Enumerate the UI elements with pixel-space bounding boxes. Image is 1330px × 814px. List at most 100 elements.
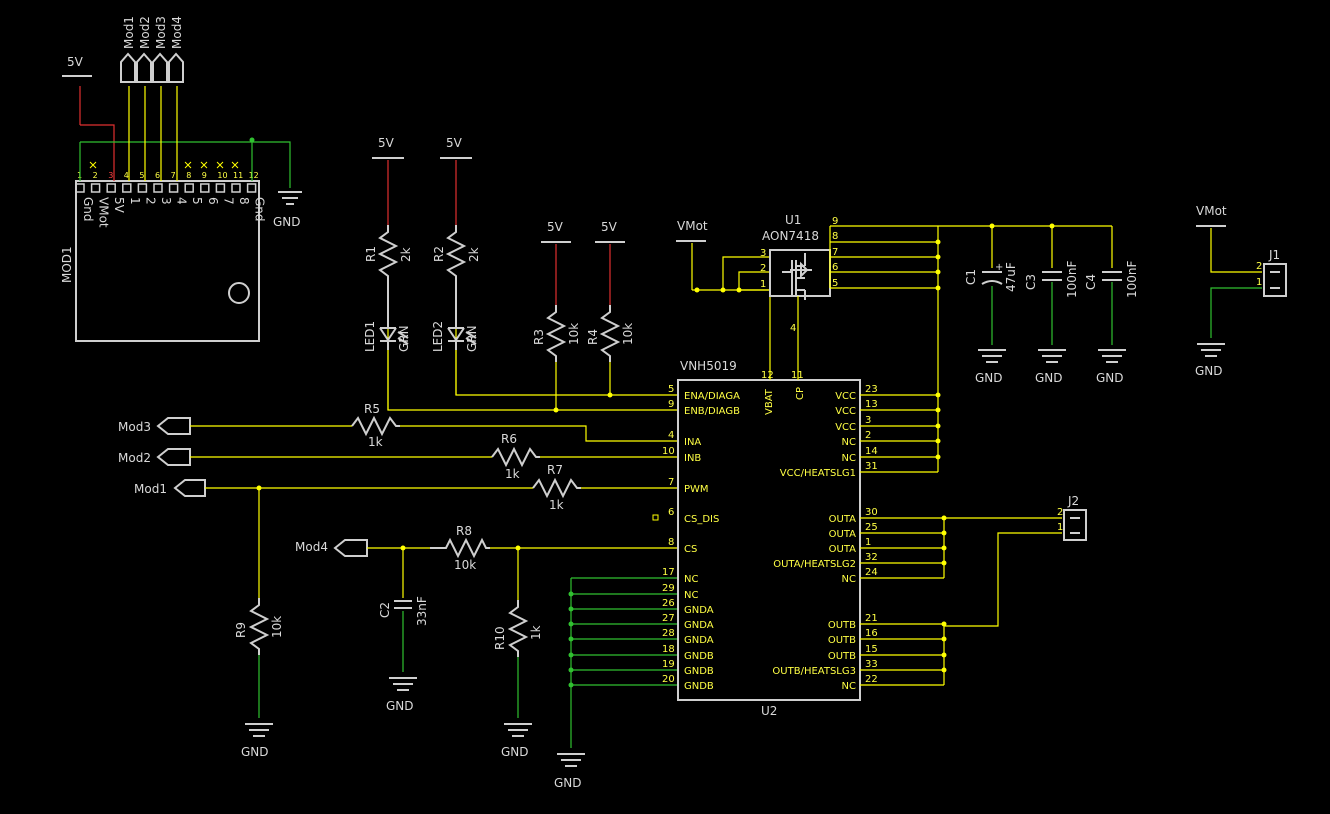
- svg-text:AON7418: AON7418: [762, 229, 819, 243]
- mod1-pin-number: 9: [202, 171, 207, 180]
- u2-pin-name: GNDB: [684, 681, 714, 692]
- mod2-tag-label: Mod2: [138, 16, 152, 49]
- mod1-pad: [231, 183, 241, 193]
- connector-j2[interactable]: J2 2 1: [1057, 494, 1087, 541]
- u2-pin-number: 10: [662, 446, 675, 457]
- mod1-pin-number: 8: [186, 171, 191, 180]
- svg-text:1k: 1k: [505, 467, 520, 481]
- resistor-r3[interactable]: R3 10k: [532, 305, 581, 362]
- supply-vmot-j1: VMot: [1196, 204, 1227, 227]
- u2-pin-name: NC: [684, 574, 698, 585]
- supply-5v-mod1: 5V: [62, 55, 92, 77]
- port-mod1[interactable]: Mod1: [134, 479, 206, 497]
- svg-text:J1: J1: [1268, 248, 1280, 262]
- port-mod3[interactable]: Mod3: [118, 417, 191, 435]
- mod4-tag-label: Mod4: [170, 16, 184, 49]
- u2-pin-name: PWM: [684, 484, 709, 495]
- svg-text:LED1: LED1: [363, 321, 377, 352]
- u2-pin-name: NC: [842, 437, 856, 448]
- u2-pin-name: NC: [842, 574, 856, 585]
- resistor-r6[interactable]: R6 1k: [491, 432, 540, 481]
- svg-text:2k: 2k: [399, 247, 413, 262]
- svg-text:R6: R6: [501, 432, 517, 446]
- svg-text:5V: 5V: [547, 220, 564, 234]
- capacitor-c1[interactable]: + C1 47uF: [964, 262, 1018, 292]
- resistor-r1[interactable]: R1 2k: [364, 225, 413, 283]
- svg-text:5V: 5V: [446, 136, 463, 150]
- svg-text:6: 6: [832, 262, 838, 273]
- svg-text:GND: GND: [554, 776, 582, 790]
- capacitor-c2[interactable]: C2 33nF: [378, 596, 429, 626]
- svg-text:R5: R5: [364, 402, 380, 416]
- resistor-r5[interactable]: R5 1k: [351, 402, 400, 449]
- u2-pin-number: 16: [865, 628, 878, 639]
- u2-pin-name: VCC: [835, 422, 856, 433]
- u2-pin-name: ENB/DIAGB: [684, 406, 740, 417]
- led-led1[interactable]: LED1 GRN: [363, 283, 411, 352]
- mod-port-tags-top: Mod1 Mod2 Mod3 Mod4: [120, 16, 184, 83]
- resistor-r9[interactable]: R9 10k: [234, 598, 284, 655]
- mod1-pin-number: 3: [108, 171, 113, 180]
- u2-left-pins: ENA/DIAGA5ENB/DIAGB9INA4INB10PWM7CS_DIS6…: [662, 384, 740, 692]
- u2-pin-number: 4: [668, 430, 674, 441]
- u2-pin-name: NC: [684, 590, 698, 601]
- mod1-pad: [137, 183, 148, 193]
- mod1-pin-number: 11: [233, 171, 243, 180]
- port-mod4[interactable]: Mod4: [295, 539, 368, 557]
- gnd-symbol-c4: GND: [1096, 349, 1126, 385]
- u2-right-pins: VCC23VCC13VCC3NC2NC14VCC/HEATSLG131OUTA3…: [772, 384, 877, 692]
- svg-text:R4: R4: [586, 329, 600, 345]
- svg-text:1k: 1k: [529, 625, 543, 640]
- capacitor-c3[interactable]: C3 100nF: [1024, 260, 1079, 298]
- u2-pin-name: GNDA: [684, 635, 714, 646]
- resistor-r8[interactable]: R8 10k: [430, 524, 490, 572]
- resistor-r7[interactable]: R7 1k: [532, 463, 581, 512]
- junction-dot: [568, 667, 574, 673]
- svg-text:VBAT: VBAT: [764, 388, 775, 415]
- svg-text:R10: R10: [493, 626, 507, 650]
- svg-text:12: 12: [761, 370, 774, 381]
- capacitor-c4[interactable]: C4 100nF: [1084, 260, 1139, 298]
- u2-pin-name: OUTB/HEATSLG3: [772, 666, 856, 677]
- u2-pin-name: ENA/DIAGA: [684, 391, 740, 402]
- junction-dot: [568, 682, 574, 688]
- svg-text:5V: 5V: [378, 136, 395, 150]
- u2-pin-number: 8: [668, 537, 674, 548]
- u2-pin-number: 33: [865, 659, 878, 670]
- mod1-pad: [75, 183, 85, 193]
- u2-pin-number: 9: [668, 399, 674, 410]
- u2-pin-number: 18: [662, 644, 675, 655]
- svg-text:C4: C4: [1084, 274, 1098, 290]
- resistor-r10[interactable]: R10 1k: [493, 600, 543, 657]
- u2-pin-number: 29: [662, 583, 675, 594]
- mod1-pin-name: 8: [237, 197, 251, 205]
- mod1-pin-number: 5: [139, 171, 144, 180]
- u2-pin-number: 5: [668, 384, 674, 395]
- led-led2[interactable]: LED2 GRN: [431, 283, 479, 352]
- svg-text:GND: GND: [1195, 364, 1223, 378]
- port-mod2[interactable]: Mod2: [118, 448, 191, 466]
- svg-text:100nF: 100nF: [1125, 260, 1139, 298]
- svg-text:1: 1: [760, 279, 766, 290]
- u2-pin-number: 3: [865, 415, 871, 426]
- resistor-r4[interactable]: R4 10k: [586, 305, 635, 362]
- u2-pin-name: NC: [842, 453, 856, 464]
- resistor-r2[interactable]: R2 2k: [432, 225, 481, 283]
- svg-text:LED2: LED2: [431, 321, 445, 352]
- svg-text:CP: CP: [795, 387, 806, 400]
- svg-text:C1: C1: [964, 269, 978, 285]
- u2-pin-number: 24: [865, 567, 878, 578]
- ic-u2[interactable]: VNH5019 U2 VBAT CP 12 11 ENA/DIAGA5ENB/D…: [662, 359, 878, 718]
- u2-pin-number: 1: [865, 537, 871, 548]
- u2-pin-name: OUTB: [828, 651, 856, 662]
- u2-pin-name: GNDA: [684, 620, 714, 631]
- mosfet-u1[interactable]: U1 AON7418 3 2 1 4 9 8 7 6 5: [760, 213, 838, 334]
- svg-text:GND: GND: [975, 371, 1003, 385]
- svg-text:9: 9: [832, 216, 838, 227]
- svg-text:4: 4: [790, 323, 796, 334]
- u2-pin-number: 27: [662, 613, 675, 624]
- connector-j1[interactable]: J1 2 1: [1256, 248, 1287, 297]
- svg-text:1: 1: [1256, 277, 1262, 288]
